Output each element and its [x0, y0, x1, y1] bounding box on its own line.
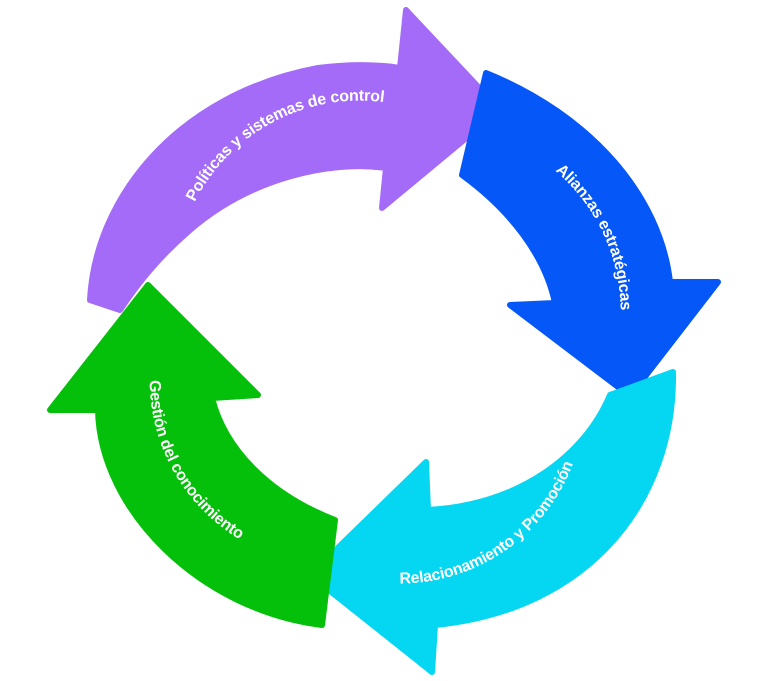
arrow-shape [459, 70, 721, 399]
arrow-shape [87, 7, 503, 313]
arrow-relacionamiento: Relacionamiento y Promoción [307, 369, 677, 675]
arrow-gestion: Gestión del conocimiento [47, 282, 338, 628]
arrow-shape [307, 369, 677, 675]
arrow-politicas: Políticas y sistemas de control [87, 7, 503, 313]
arrow-shape [47, 282, 338, 628]
arrow-alianzas: Alianzas estratégicas [459, 70, 721, 399]
